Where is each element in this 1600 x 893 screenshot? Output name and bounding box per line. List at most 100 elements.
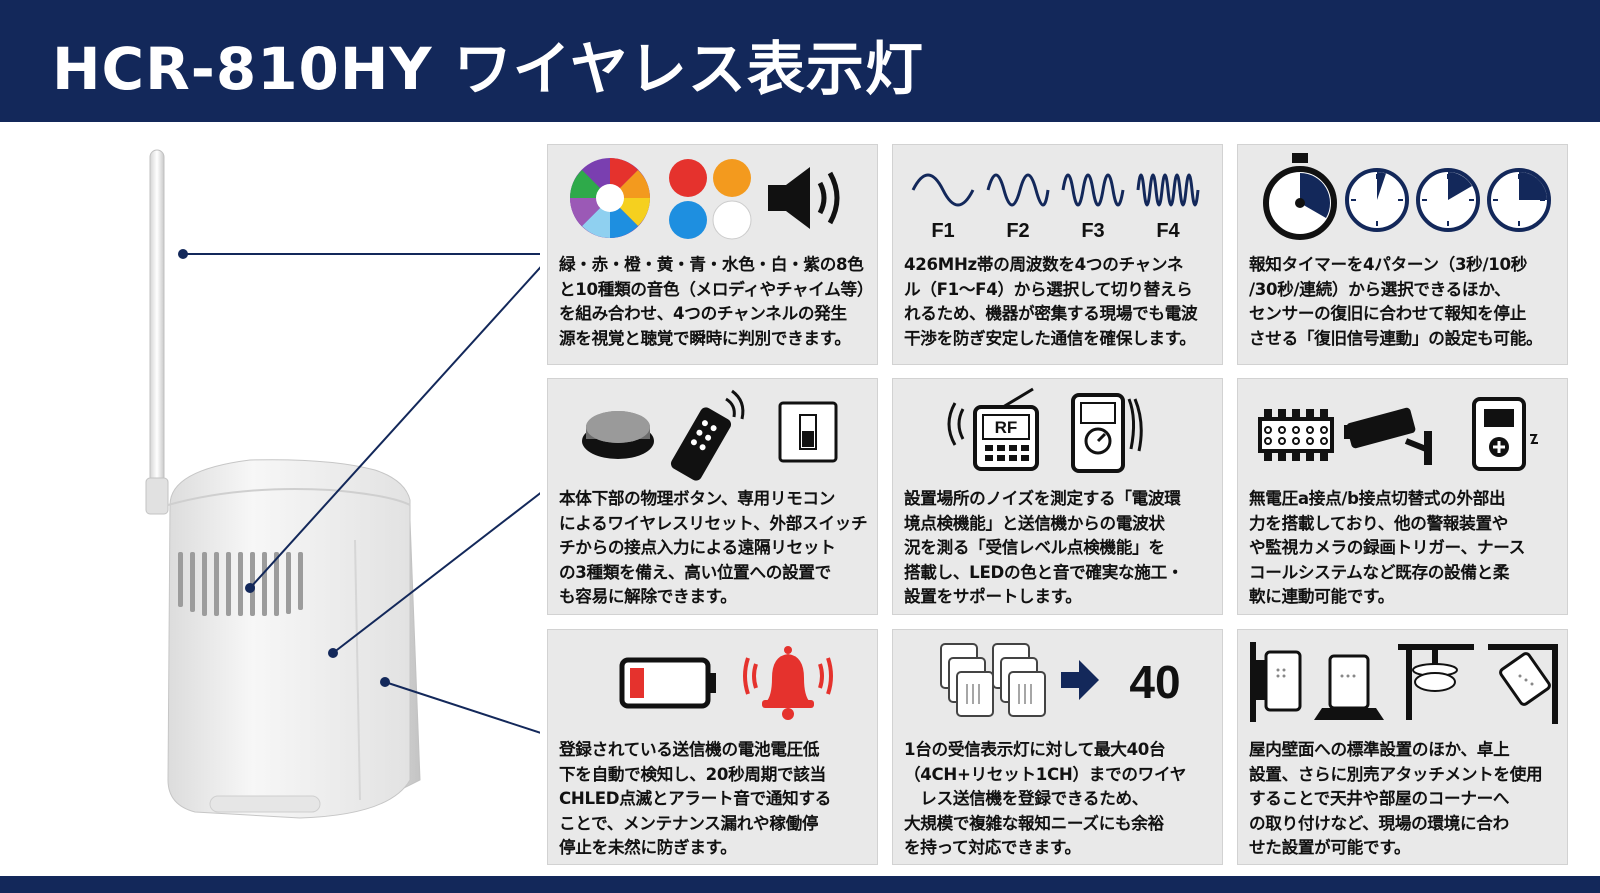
feature-description: 屋内壁面への標準設置のほか、卓上 設置、さらに別売アタッチメントを使用 すること… [1249,738,1561,861]
text-line: 本体下部の物理ボタン、専用リモコン [559,489,835,508]
wave-f4-icon [1136,173,1200,207]
feature-card-colors-sounds: 緑・赤・橙・黄・青・水色・白・紫の8色 と10種類の音色（メロディやチャイム等）… [547,144,878,365]
corner-mount-icon [1488,644,1558,724]
text-line: することで天井や部屋のコーナーへ [1249,789,1510,808]
antenna [145,149,169,515]
feature-card-frequency: F1 F2 F3 F4 426MHz帯の周波数を4つのチャンネ ル（F1～F4）… [892,144,1223,365]
text-line: 1台の受信表示灯に対して最大40台 [904,740,1166,759]
feature-card-registration: 40 1台の受信表示灯に対して最大40台 （4CH+リセット1CH）までのワイヤ… [892,629,1223,865]
card-icons [1263,153,1551,240]
rf-label: RF [995,418,1018,437]
text-line: 搭載し、LEDの色と音で確実な施工・ [904,562,1184,582]
security-camera-icon [1344,407,1432,465]
card-icons: F1 F2 F3 F4 [911,173,1200,242]
card-icons: 40 [940,643,1181,717]
feature-description: 426MHz帯の周波数を4つのチャンネ ル（F1～F4）から選択して切り替えら … [904,253,1216,351]
text-line: センサーの復旧に合わせて報知を停止 [1249,304,1526,323]
text-line: 況を測る「受信レベル点検機能」を [904,538,1165,557]
card-icons [1250,642,1558,724]
wave-f1-icon [911,173,975,207]
color-dots-icon [669,159,752,240]
feature-description: 1台の受信表示灯に対して最大40台 （4CH+リセット1CH）までのワイヤ レス… [904,738,1216,861]
footer-bar [0,876,1600,893]
rf-receiver-icon: RF [947,387,1039,471]
callout-lines [178,249,540,734]
feature-card-inspection: RF 設置場所のノイズを測定する「電波環 境点検機能」と送信機からの電波状 況を… [892,378,1223,615]
text-line: 緑・赤・橙・黄・青・水色・白・紫の8色 [559,255,864,274]
text-line: の取り付けなど、現場の環境に合わ [1249,813,1509,833]
label-f4: F4 [1156,220,1180,242]
text-line: 大規模で複雑な報知ニーズにも余裕 [904,813,1164,833]
card-icons [582,389,838,481]
text-line: チからの接点入力による遠隔リセット [559,538,836,557]
stopwatch-icon [1263,153,1337,240]
terminal-block-icon [1258,409,1334,461]
text-line: （4CH+リセット1CH）までのワイヤ [904,764,1187,784]
text-line: や監視カメラの録画トリガー、ナース [1249,538,1525,557]
text-line: 設置、さらに別売アタッチメントを使用 [1249,764,1543,784]
feature-description: 設置場所のノイズを測定する「電波環 境点検機能」と送信機からの電波状 況を測る「… [904,487,1216,610]
text-line: レス送信機を登録できるため、 [904,789,1149,808]
feature-card-installation: 屋内壁面への標準設置のほか、卓上 設置、さらに別売アタッチメントを使用 すること… [1237,629,1568,865]
text-line: 境点検機能」と送信機からの電波状 [904,513,1165,533]
card-icons [570,158,840,240]
text-line: と10種類の音色（メロディやチャイム等） [559,279,874,299]
text-line: 源を視覚と聴覚で瞬時に判別できます。 [559,328,851,348]
text-line: /30秒/連続）から選択できるほか、 [1249,279,1511,299]
feature-card-timer: 報知タイマーを4パターン（3秒/10秒 /30秒/連続）から選択できるほか、 セ… [1237,144,1568,365]
text-line: 干渉を防ぎ安定した通信を確保します。 [904,328,1196,348]
ceiling-mount-icon [1398,644,1474,720]
feature-description: 報知タイマーを4パターン（3秒/10秒 /30秒/連続）から選択できるほか、 セ… [1249,253,1561,351]
text-line: させる「復旧信号連動」の設定も可能。 [1249,328,1543,348]
feature-description: 緑・赤・橙・黄・青・水色・白・紫の8色 と10種類の音色（メロディやチャイム等）… [559,253,874,351]
label-f1: F1 [931,220,954,242]
alarm-bell-icon [743,646,833,720]
feature-description: 無電圧a接点/b接点切替式の外部出 力を搭載しており、他の警報装置や や監視カメ… [1249,487,1561,610]
wave-f3-icon [1061,173,1125,207]
nurse-call-icon [1472,397,1538,471]
page-title: HCR-810HY ワイヤレス表示灯 [52,35,924,103]
header-bar: HCR-810HY ワイヤレス表示灯 [0,0,1600,122]
card-icons: RF [947,387,1143,473]
device-body [167,459,421,819]
text-line: 設置場所のノイズを測定する「電波環 [904,489,1181,508]
text-line: 軟に連動可能です。 [1249,587,1394,606]
text-line: 426MHz帯の周波数を4つのチャンネ [904,255,1184,274]
text-line: 無電圧a接点/b接点切替式の外部出 [1249,489,1506,508]
feature-card-reset: 本体下部の物理ボタン、専用リモコン によるワイヤレスリセット、外部スイッチ チか… [547,378,878,615]
text-line: も容易に解除できます。 [559,587,737,606]
transmitters-icon [940,643,1046,717]
card-icons [619,646,833,720]
feature-description: 登録されている送信機の電池電圧低 下を自動で検知し、20秒周期で該当 CHLED… [559,738,871,861]
text-line: 報知タイマーを4パターン（3秒/10秒 [1249,255,1528,274]
text-line: 下を自動で検知し、20秒周期で該当 [559,764,826,784]
text-line: を持って対応できます。 [904,838,1081,857]
feature-card-battery: 登録されている送信機の電池電圧低 下を自動で検知し、20秒周期で該当 CHLED… [547,629,878,865]
text-line: の3種類を備え、高い位置への設置で [559,562,831,582]
text-line: 停止を未然に防ぎます。 [559,838,737,857]
timer-3s-icon [1345,168,1409,232]
wall-mount-icon [1250,642,1302,722]
speaker-icon [768,167,840,229]
timer-30s-icon [1487,168,1551,232]
timer-10s-icon [1416,168,1480,232]
card-icons [1258,397,1538,471]
wave-f2-icon [986,173,1050,207]
multimeter-icon [1071,393,1143,473]
text-line: れるため、機器が密集する現場でも電波 [904,304,1198,323]
color-wheel-icon [570,158,650,238]
feature-card-external-output: 無電圧a接点/b接点切替式の外部出 力を搭載しており、他の警報装置や や監視カメ… [1237,378,1568,615]
text-line: 設置をサポートします。 [904,587,1082,606]
text-line: ル（F1～F4）から選択して切り替えら [904,279,1193,299]
low-battery-icon [619,657,716,709]
feature-description: 本体下部の物理ボタン、専用リモコン によるワイヤレスリセット、外部スイッチ チか… [559,487,871,610]
text-line: によるワイヤレスリセット、外部スイッチ [559,513,868,533]
max-count: 40 [1129,656,1180,708]
text-line: 力を搭載しており、他の警報装置や [1249,513,1509,533]
push-button-icon [582,411,654,459]
desk-mount-icon [1314,654,1384,720]
text-line: 登録されている送信機の電池電圧低 [559,740,820,759]
text-line: コールシステムなど既存の設備と柔 [1249,562,1510,582]
text-line: 屋内壁面への標準設置のほか、卓上 [1249,740,1510,759]
text-line: を組み合わせ、4つのチャンネルの発生 [559,304,847,323]
